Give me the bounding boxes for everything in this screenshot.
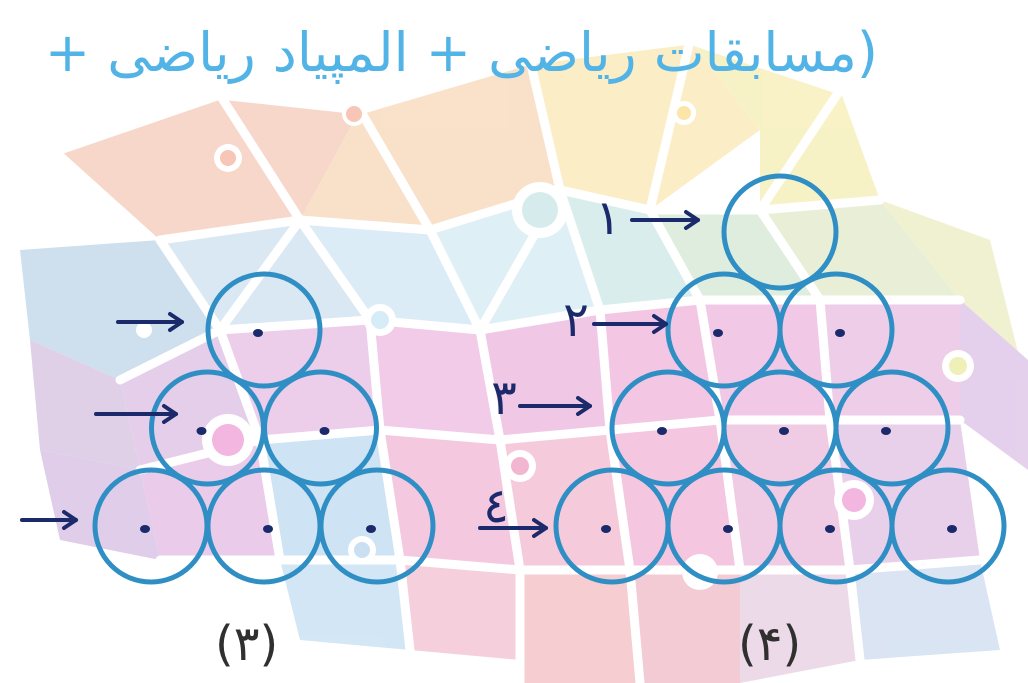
- row-number-marker: ٤: [483, 478, 509, 534]
- circle-fig4-r3-c3: [836, 372, 948, 484]
- dot-mark: [825, 525, 835, 533]
- dot-mark: [835, 329, 845, 337]
- dot-mark: [197, 427, 207, 435]
- circle-fig3-r2-c1: [152, 372, 264, 484]
- circle-fig3-r3-c2: [208, 470, 320, 582]
- circle-fig3-r2-c2: [265, 372, 377, 484]
- row-number-marker: ٢: [563, 292, 589, 348]
- dot-mark: [881, 427, 891, 435]
- dot-mark: [253, 329, 263, 337]
- circle-fig3-r3-c1: [95, 470, 207, 582]
- dot-mark: [263, 525, 273, 533]
- dot-mark: [723, 525, 733, 533]
- dot-mark: [947, 525, 957, 533]
- dot-mark: [320, 427, 330, 435]
- circle-fig4-r4-c4: [892, 470, 1004, 582]
- circle-fig4-r1-c1: [724, 176, 836, 288]
- circle-fig4-r4-c3: [780, 470, 892, 582]
- circle-fig3-r3-c3: [321, 470, 433, 582]
- row-number-marker: ٣: [491, 370, 517, 426]
- figure-3-label: (۳): [215, 612, 278, 676]
- circle-fig4-r3-c2: [724, 372, 836, 484]
- dot-mark: [366, 525, 376, 533]
- dot-mark: [713, 329, 723, 337]
- circle-fig4-r2-c1: [668, 274, 780, 386]
- circle-fig4-r2-c2: [780, 274, 892, 386]
- dot-mark: [779, 427, 789, 435]
- circle-fig3-r1-c1: [208, 274, 320, 386]
- row-number-marker: ١: [595, 190, 621, 246]
- dot-mark: [140, 525, 150, 533]
- circle-fig4-r4-c1: [556, 470, 668, 582]
- figure-4-label: (۴): [738, 612, 801, 676]
- circle-fig4-r3-c1: [612, 372, 724, 484]
- circle-fig4-r4-c2: [668, 470, 780, 582]
- dot-mark: [601, 525, 611, 533]
- dot-mark: [657, 427, 667, 435]
